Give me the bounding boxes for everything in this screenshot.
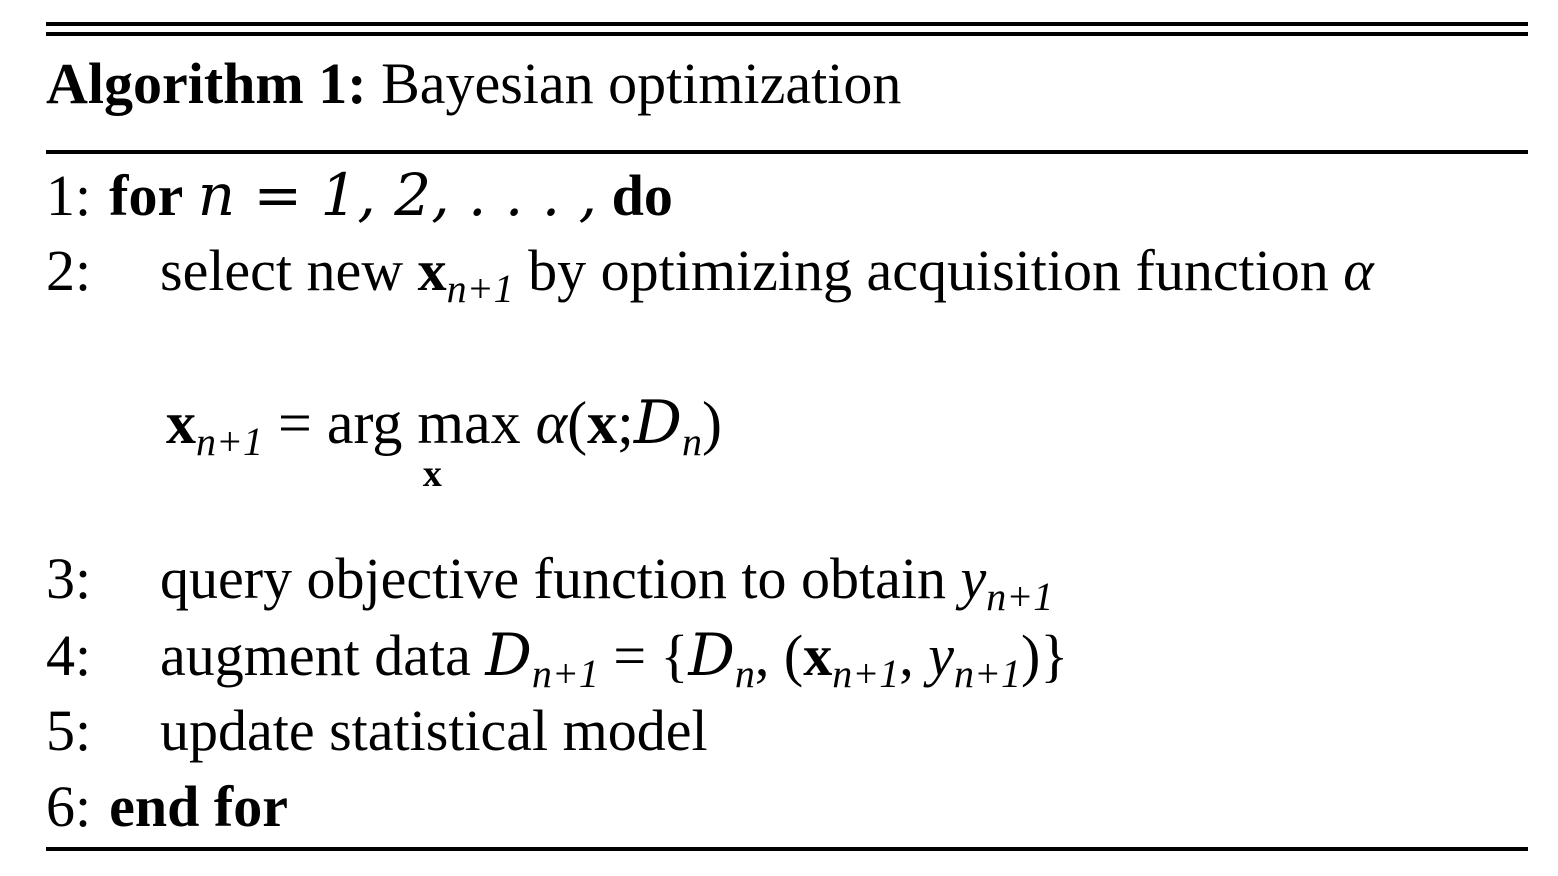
eq-open-paren: (	[567, 390, 588, 456]
step-5: 5: update statistical model	[46, 696, 708, 766]
var-y: y	[960, 546, 987, 611]
step-text: update statistical model	[160, 698, 708, 763]
eq-d-sub: n	[681, 419, 702, 464]
pair-open: , (	[754, 623, 804, 688]
step-number: 3:	[46, 546, 92, 611]
eq-close-paren: )	[701, 390, 722, 456]
step-4: 4:augment data Dn+1 = {Dn, (xn+1, yn+1)}	[46, 620, 1068, 709]
step-number: 6:	[46, 774, 92, 839]
algorithm-caption: Algorithm 1: Bayesian optimization	[46, 48, 901, 120]
argmax-equation: xn+1 = arg max x α(x;Dn)	[166, 388, 722, 494]
var-d: D	[485, 621, 532, 689]
eq-lhs-x: x	[166, 390, 196, 456]
set-close: )}	[1021, 623, 1069, 688]
var-y: y	[928, 623, 954, 688]
subscript: n+1	[986, 574, 1054, 619]
step-number: 1:	[46, 163, 92, 228]
step-6: 6: end for	[46, 772, 288, 842]
set-open: = {	[613, 623, 689, 688]
step-text: query objective function to obtain	[160, 546, 947, 611]
step-2: 2: select new xn+1 by optimizing acquisit…	[46, 236, 1374, 324]
eq-semicolon: ;	[617, 390, 634, 456]
eq-d: D	[633, 388, 682, 458]
step-number: 2:	[46, 238, 92, 303]
subscript: n+1	[954, 651, 1021, 696]
step-3: 3: query objective function to obtain yn+…	[46, 544, 1053, 632]
algorithm-label: Algorithm 1:	[46, 51, 367, 116]
var-d-n: D	[688, 621, 735, 689]
comma: ,	[899, 623, 914, 688]
var-x: x	[803, 623, 833, 688]
step-text: augment data	[160, 623, 471, 688]
subscript: n+1	[832, 651, 900, 696]
argmax-text: arg max	[326, 390, 521, 456]
step-text-after: by optimizing acquisition function	[528, 238, 1329, 303]
algorithm-title: Bayesian optimization	[381, 51, 902, 116]
bottom-rule	[46, 847, 1528, 851]
var-x: x	[417, 238, 447, 303]
subscript: n+1	[446, 266, 514, 311]
eq-lhs-sub: n+1	[196, 419, 263, 464]
keyword-end-for: end for	[109, 774, 288, 839]
caption-rule	[46, 150, 1528, 154]
step-number: 5:	[46, 698, 92, 763]
argmax-operator: arg max x	[326, 388, 521, 494]
step-text: select new	[160, 238, 404, 303]
top-rule-1	[46, 22, 1528, 26]
eq-alpha: α	[535, 390, 568, 456]
alpha-symbol: α	[1343, 238, 1374, 303]
keyword-for: for	[109, 163, 184, 228]
subscript: n	[734, 651, 755, 696]
keyword-do: do	[611, 163, 673, 228]
subscript: n+1	[531, 651, 599, 696]
eq-arg-x: x	[587, 390, 618, 456]
loop-range: n = 1, 2, . . . ,	[197, 161, 598, 229]
step-1: 1: for n = 1, 2, . . . , do	[46, 160, 673, 231]
argmax-under-x: x	[422, 453, 442, 495]
step-number: 4:	[46, 623, 92, 688]
eq-equals: =	[278, 390, 312, 456]
top-rule-2	[46, 32, 1528, 36]
